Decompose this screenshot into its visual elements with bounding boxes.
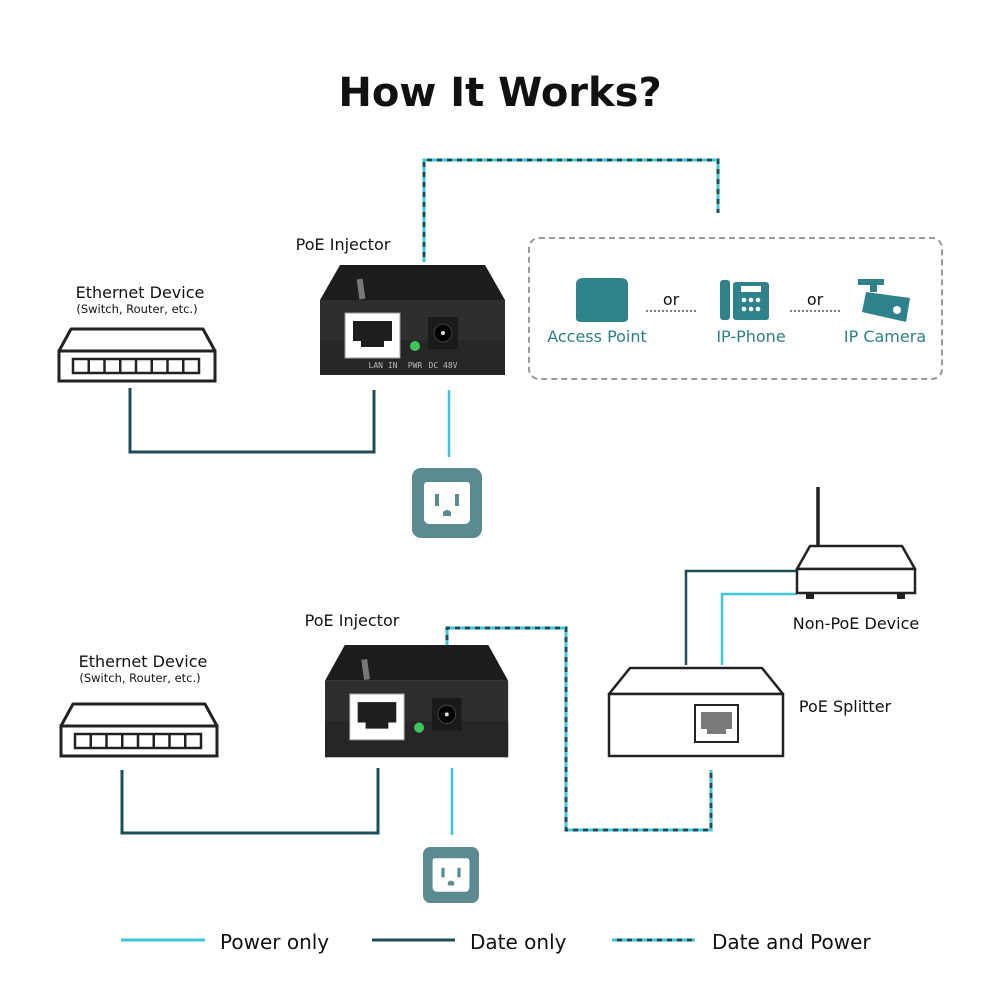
data-only-line-bottom <box>120 768 380 835</box>
or-label-1: or <box>663 290 680 309</box>
access-point-label: Access Point <box>547 327 647 346</box>
injector-label-top: PoE Injector <box>296 235 391 254</box>
switch-icon-top <box>57 327 217 383</box>
legend-label-data-and-power: Date and Power <box>712 930 871 954</box>
ethernet-device-sub-bottom: (Switch, Router, etc.) <box>79 671 200 685</box>
power-outlet-icon-bottom <box>423 847 479 903</box>
port-label-pwr: PWR <box>408 361 423 370</box>
power-only-line-splitter <box>720 592 797 665</box>
legend-label-power-only: Power only <box>220 930 329 954</box>
data-and-power-line-bottom <box>445 626 713 832</box>
or-label-2: or <box>807 290 824 309</box>
port-label-lan: LAN IN <box>369 361 398 370</box>
port-label-dc: DC 48V <box>429 361 458 370</box>
poe-splitter-icon <box>607 666 785 758</box>
non-poe-device-label: Non-PoE Device <box>793 614 919 633</box>
non-poe-device-icon <box>795 487 917 599</box>
switch-icon-bottom <box>59 702 219 758</box>
ethernet-device-label-top: Ethernet Device <box>76 283 205 302</box>
ethernet-device-sub-top: (Switch, Router, etc.) <box>76 302 197 316</box>
legend: Power only Date only Date and Power <box>121 930 871 954</box>
poe-injector-icon-top <box>319 264 506 376</box>
data-only-line-splitter <box>684 569 797 665</box>
injector-label-bottom: PoE Injector <box>305 611 400 630</box>
ip-phone-icon <box>720 280 769 320</box>
ip-camera-label: IP Camera <box>844 327 926 346</box>
ethernet-device-label-bottom: Ethernet Device <box>79 652 208 671</box>
poe-splitter-label: PoE Splitter <box>799 697 892 716</box>
powered-devices-box <box>528 237 943 380</box>
power-outlet-icon-top <box>412 468 482 538</box>
data-only-line-top <box>128 388 376 454</box>
ip-camera-icon <box>858 279 910 322</box>
access-point-icon <box>576 278 628 322</box>
page-title: How It Works? <box>338 70 661 116</box>
legend-label-data-only: Date only <box>470 930 567 954</box>
data-and-power-line-top <box>422 158 720 262</box>
poe-injector-icon-bottom <box>324 644 509 758</box>
ip-phone-label: IP-Phone <box>716 327 785 346</box>
